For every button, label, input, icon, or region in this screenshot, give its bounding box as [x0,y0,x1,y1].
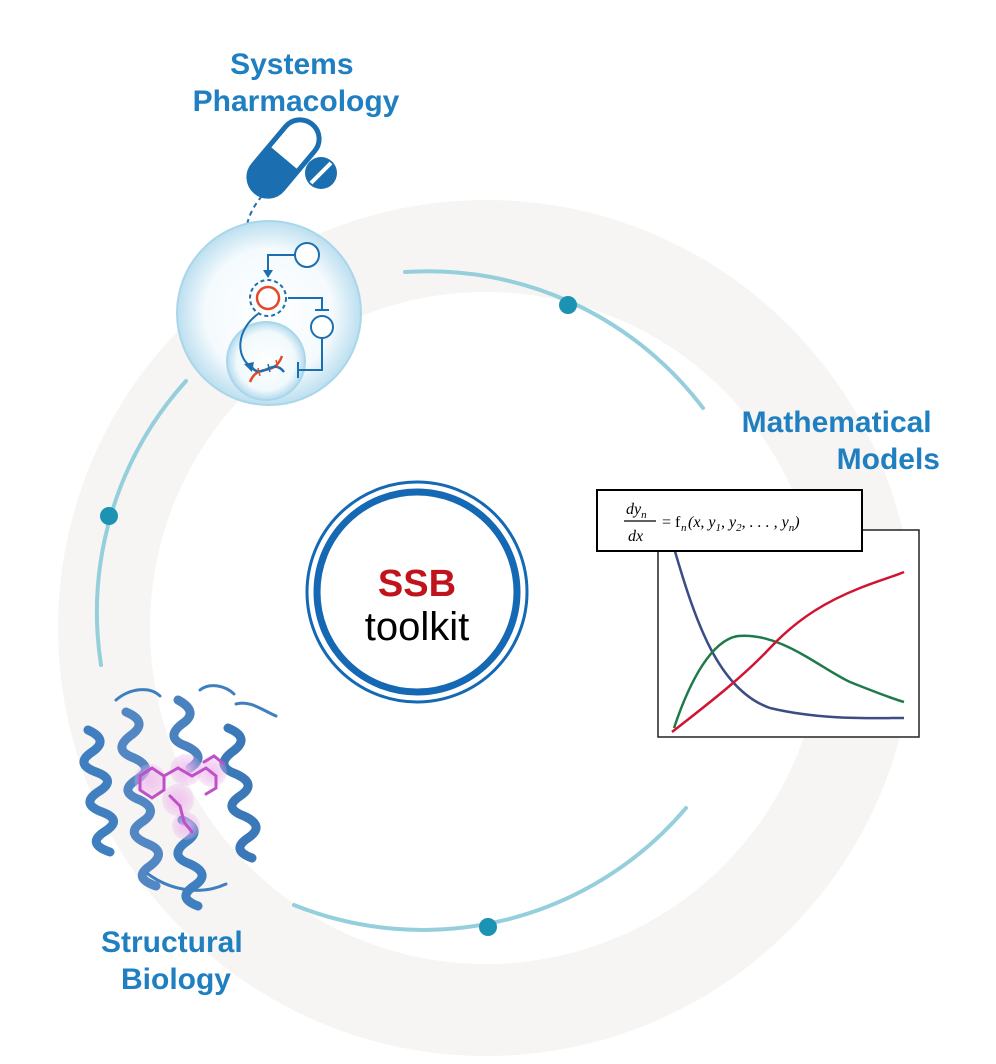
structural-biology-label: Structural Biology [101,926,251,996]
dashed-pathway-line [244,195,269,284]
dot-left [100,507,118,525]
svg-text:dx: dx [628,528,643,545]
center-title: SSB [378,563,456,605]
svg-text:(x, y1, y2, . . . , yn): (x, y1, y2, . . . , yn) [688,514,800,534]
curve-red [671,570,905,733]
tablet-icon [305,157,337,189]
svg-text:dyn: dyn [626,501,647,521]
center-ssb-toolkit: SSB toolkit [305,480,529,704]
protein-structure-icon [79,684,278,911]
svg-text:= f: = f [662,514,681,531]
dot-bottom [479,918,497,936]
ode-equation: dyn dx = f n (x, y1, y2, . . . , yn) [596,489,863,552]
mathematical-models-label: Mathematical Models [742,406,940,476]
arc-bottom [292,806,688,932]
svg-text:n: n [681,522,687,534]
center-subtitle: toolkit [365,605,470,649]
systems-pharmacology-label: Systems Pharmacology [193,48,400,118]
cell-signaling-icon [176,220,362,406]
connector-dots [100,296,577,936]
pill-capsule-icon [246,117,322,199]
ode-plot [657,529,920,738]
curve-navy [672,547,905,720]
curve-green [672,634,905,729]
dot-top-right [559,296,577,314]
